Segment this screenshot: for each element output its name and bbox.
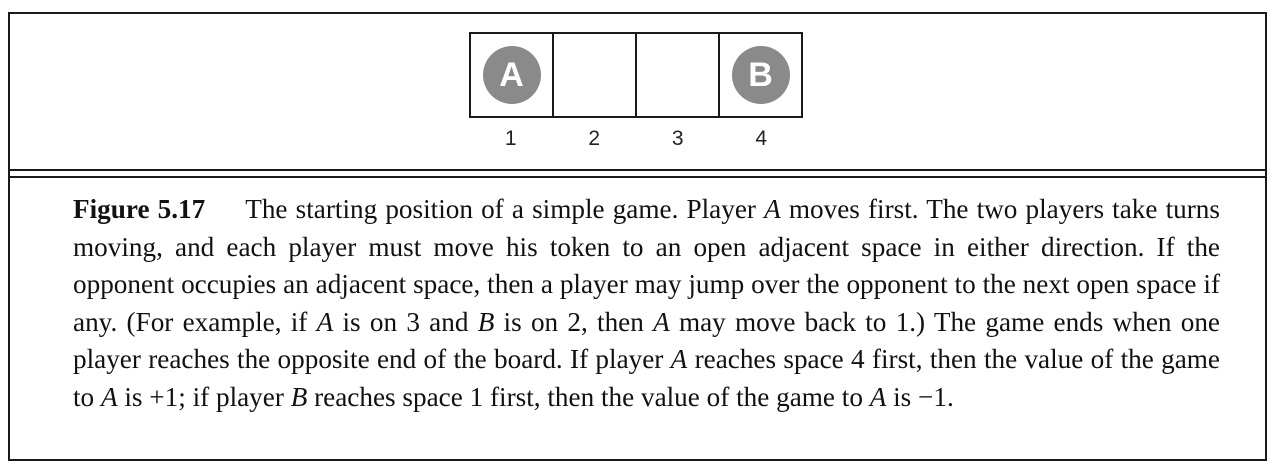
caption-text: is +1; if player <box>117 381 291 412</box>
caption-text: may move back to 1.) The game ends when … <box>73 306 1220 375</box>
figure-frame <box>8 12 1267 461</box>
caption-text: moves first. The two players take turns … <box>73 194 1220 337</box>
player-a-var: A <box>653 306 670 337</box>
board-cell-1: A <box>471 34 554 116</box>
figure-caption: Figure 5.17 The starting position of a si… <box>73 191 1220 416</box>
caption-text: is −1. <box>886 381 954 412</box>
caption-text: is on 3 and <box>333 306 478 337</box>
player-a-var: A <box>869 381 887 412</box>
game-board: A B <box>469 32 803 118</box>
player-b-var: B <box>477 306 495 337</box>
caption-text: reaches space 1 first, then the value of… <box>307 381 870 412</box>
player-a-var: A <box>764 194 781 224</box>
caption-text: The starting position of a simple game. … <box>245 194 765 224</box>
player-a-var: A <box>316 306 334 337</box>
space-label-3: 3 <box>671 127 684 150</box>
token-a: A <box>482 46 541 104</box>
caption-text: reaches space 4 first, then the value of… <box>73 344 1220 412</box>
board-cell-3 <box>637 34 720 116</box>
space-labels: 1 2 3 4 <box>469 127 803 155</box>
player-b-var: B <box>290 381 308 412</box>
space-label-2: 2 <box>588 127 601 150</box>
caption-text: is on 2, then <box>494 306 654 337</box>
player-a-var: A <box>670 344 688 374</box>
caption-divider-bottom <box>8 176 1267 178</box>
space-label-1: 1 <box>504 127 517 150</box>
caption-divider-top <box>8 169 1267 171</box>
player-a-var: A <box>100 381 118 412</box>
figure-label: Figure 5.17 <box>73 194 206 224</box>
board-cell-4: B <box>720 34 801 116</box>
token-b: B <box>731 46 790 104</box>
board-cell-2 <box>554 34 637 116</box>
space-label-4: 4 <box>755 127 768 150</box>
